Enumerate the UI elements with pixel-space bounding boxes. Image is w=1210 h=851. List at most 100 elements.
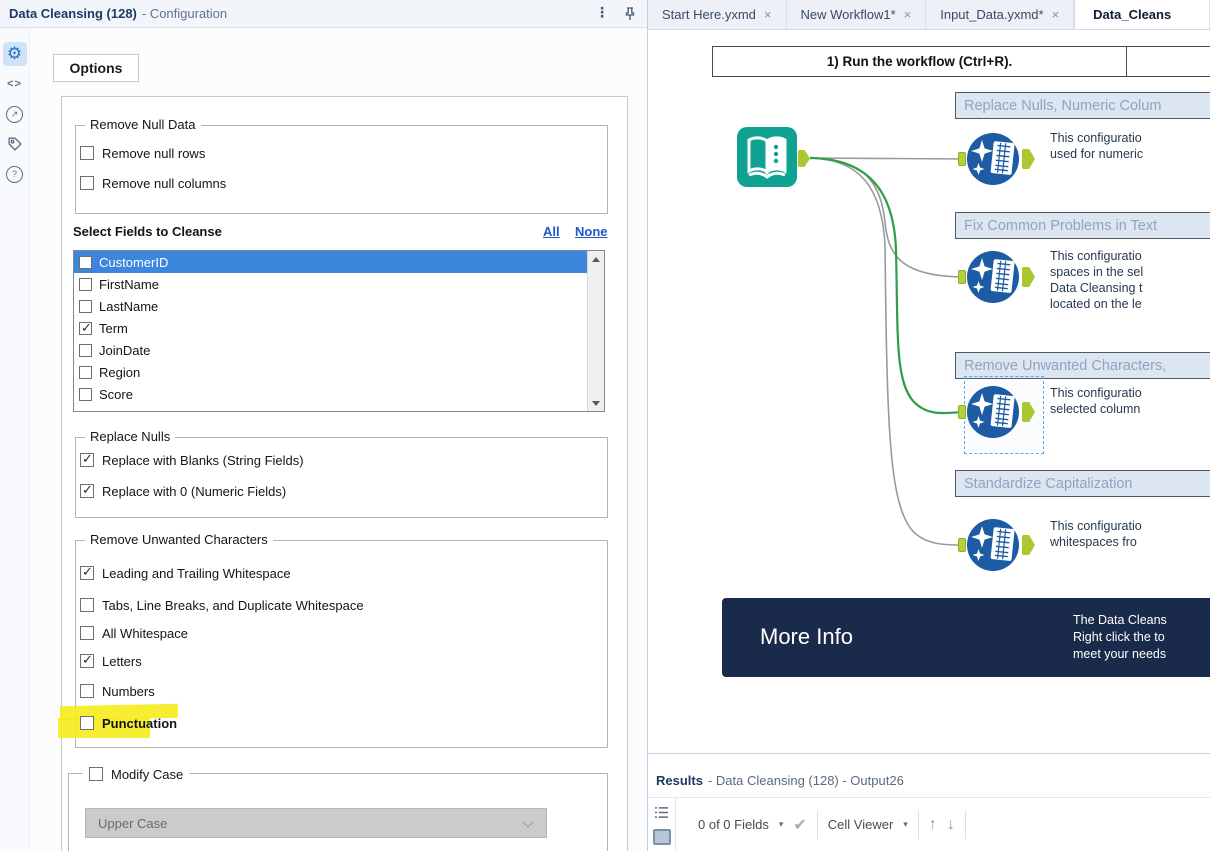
list-view-icon[interactable] xyxy=(654,806,669,819)
checkbox[interactable] xyxy=(79,256,92,269)
group-replace-nulls: Replace Nulls xyxy=(75,437,608,518)
annotation-text: This configuratio spaces in the sel Data… xyxy=(1050,248,1143,312)
checkbox[interactable] xyxy=(80,176,94,190)
tag-icon[interactable] xyxy=(3,132,27,156)
kebab-menu-icon[interactable]: ⋮ xyxy=(594,4,610,21)
input-anchor[interactable] xyxy=(958,538,966,552)
checkbox[interactable] xyxy=(79,344,92,357)
checkbox-all-whitespace[interactable]: All Whitespace xyxy=(80,625,188,641)
select-none-link[interactable]: None xyxy=(575,224,608,239)
chevron-down-icon[interactable]: ▾ xyxy=(779,819,784,830)
fields-listbox[interactable]: CustomerID FirstName LastName Term JoinD… xyxy=(73,250,605,412)
checkbox[interactable] xyxy=(79,300,92,313)
toolbar-separator xyxy=(817,811,818,839)
checkbox[interactable] xyxy=(80,484,94,498)
checkbox[interactable] xyxy=(80,566,94,580)
group-legend: Remove Null Data xyxy=(85,117,201,132)
document-tab-bar: Start Here.yxmd × New Workflow1* × Input… xyxy=(648,0,1210,30)
field-row-lastname[interactable]: LastName xyxy=(74,295,604,317)
config-icon-strip: ⚙ <> ↗ ? xyxy=(0,28,30,851)
checkbox-numbers[interactable]: Numbers xyxy=(80,683,155,699)
results-icon-column xyxy=(648,798,676,851)
input-data-tool-icon xyxy=(736,126,798,188)
close-icon[interactable]: × xyxy=(1052,7,1060,22)
checkbox[interactable] xyxy=(79,278,92,291)
checkbox-replace-zero[interactable]: Replace with 0 (Numeric Fields) xyxy=(80,483,286,499)
field-row-region[interactable]: Region xyxy=(74,361,604,383)
data-cleansing-tool-2[interactable] xyxy=(966,250,1020,304)
scroll-down-button[interactable] xyxy=(588,395,604,411)
field-row-customerid[interactable]: CustomerID xyxy=(74,251,604,273)
fields-count[interactable]: 0 of 0 Fields xyxy=(698,817,769,832)
results-subtitle: - Data Cleansing (128) - Output26 xyxy=(708,773,904,788)
checkbox-remove-null-columns[interactable]: Remove null columns xyxy=(80,175,226,191)
tab-options[interactable]: Options xyxy=(53,54,139,82)
data-cleansing-tool-4[interactable] xyxy=(966,518,1020,572)
code-icon[interactable]: <> xyxy=(3,72,27,96)
results-title: Results xyxy=(656,773,703,788)
checkbox[interactable] xyxy=(80,598,94,612)
listbox-scrollbar[interactable] xyxy=(587,251,604,411)
tab-start-here[interactable]: Start Here.yxmd × xyxy=(648,0,787,29)
checkbox[interactable] xyxy=(80,654,94,668)
checkbox-modify-case[interactable]: Modify Case xyxy=(83,766,189,782)
input-data-tool[interactable] xyxy=(736,126,798,188)
workflow-canvas[interactable]: 1) Run the workflow (Ctrl+R). Replace Nu… xyxy=(648,30,1210,753)
close-icon[interactable]: × xyxy=(904,7,912,22)
gear-icon[interactable]: ⚙ xyxy=(3,42,27,66)
checkbox[interactable] xyxy=(79,388,92,401)
open-example-icon[interactable]: ↗ xyxy=(3,102,27,126)
input-anchor[interactable] xyxy=(958,405,966,419)
checkbox-leading-trailing-whitespace[interactable]: Leading and Trailing Whitespace xyxy=(80,565,291,581)
checkbox[interactable] xyxy=(89,767,103,781)
more-info-banner[interactable]: More Info The Data Cleans Right click th… xyxy=(722,598,1210,677)
data-cleansing-tool-3-selected[interactable] xyxy=(966,385,1020,439)
results-panel: Results - Data Cleansing (128) - Output2… xyxy=(648,753,1210,851)
checkbox-letters[interactable]: Letters xyxy=(80,653,142,669)
select-all-link[interactable]: All xyxy=(543,224,560,239)
toolbar-separator xyxy=(965,811,966,839)
checkbox[interactable] xyxy=(80,453,94,467)
case-dropdown[interactable]: Upper Case xyxy=(85,808,547,838)
pin-icon[interactable] xyxy=(622,6,638,22)
checkbox-replace-blanks[interactable]: Replace with Blanks (String Fields) xyxy=(80,452,304,468)
cell-viewer-dropdown[interactable]: Cell Viewer xyxy=(828,817,894,832)
tab-input-data[interactable]: Input_Data.yxmd* × xyxy=(926,0,1074,29)
down-arrow-icon[interactable]: ↓ xyxy=(947,816,955,834)
tab-data-cleansing[interactable]: Data_Cleans xyxy=(1074,0,1210,29)
results-header: Results - Data Cleansing (128) - Output2… xyxy=(648,754,1210,798)
checkbox-remove-null-rows[interactable]: Remove null rows xyxy=(80,145,205,161)
checkbox[interactable] xyxy=(80,684,94,698)
checkbox[interactable] xyxy=(80,716,94,730)
data-cleansing-tool-icon xyxy=(966,518,1020,572)
checkbox[interactable] xyxy=(80,626,94,640)
up-arrow-icon[interactable]: ↑ xyxy=(929,816,937,834)
help-icon[interactable]: ? xyxy=(3,162,27,186)
close-icon[interactable]: × xyxy=(764,7,772,22)
data-cleansing-tool-icon xyxy=(966,385,1020,439)
checkbox-tabs-line-breaks[interactable]: Tabs, Line Breaks, and Duplicate Whitesp… xyxy=(80,597,364,613)
configuration-options: Options Remove Null Data Remove null row… xyxy=(30,28,647,851)
config-title: Data Cleansing (128) xyxy=(9,6,137,21)
checkbox[interactable] xyxy=(79,366,92,379)
field-row-joindate[interactable]: JoinDate xyxy=(74,339,604,361)
field-row-score[interactable]: Score xyxy=(74,383,604,405)
checkbox-punctuation[interactable]: Punctuation xyxy=(80,715,177,731)
chevron-down-icon[interactable]: ▾ xyxy=(903,819,908,830)
input-anchor[interactable] xyxy=(958,270,966,284)
group-legend: Replace Nulls xyxy=(85,429,175,444)
results-toolbar: 0 of 0 Fields ▾ ✔ Cell Viewer ▾ ↑ ↓ xyxy=(676,798,966,851)
more-info-text: The Data Cleans Right click the to meet … xyxy=(1073,612,1167,663)
scroll-up-button[interactable] xyxy=(588,251,604,267)
input-anchor[interactable] xyxy=(958,152,966,166)
checkbox[interactable] xyxy=(80,146,94,160)
tab-new-workflow1[interactable]: New Workflow1* × xyxy=(787,0,927,29)
question-icon: ? xyxy=(6,166,23,183)
checkbox[interactable] xyxy=(79,322,92,335)
field-row-term[interactable]: Term xyxy=(74,317,604,339)
field-row-firstname[interactable]: FirstName xyxy=(74,273,604,295)
apply-check-icon[interactable]: ✔ xyxy=(793,815,806,835)
data-cleansing-tool-1[interactable] xyxy=(966,132,1020,186)
panel-view-icon[interactable] xyxy=(653,829,671,845)
